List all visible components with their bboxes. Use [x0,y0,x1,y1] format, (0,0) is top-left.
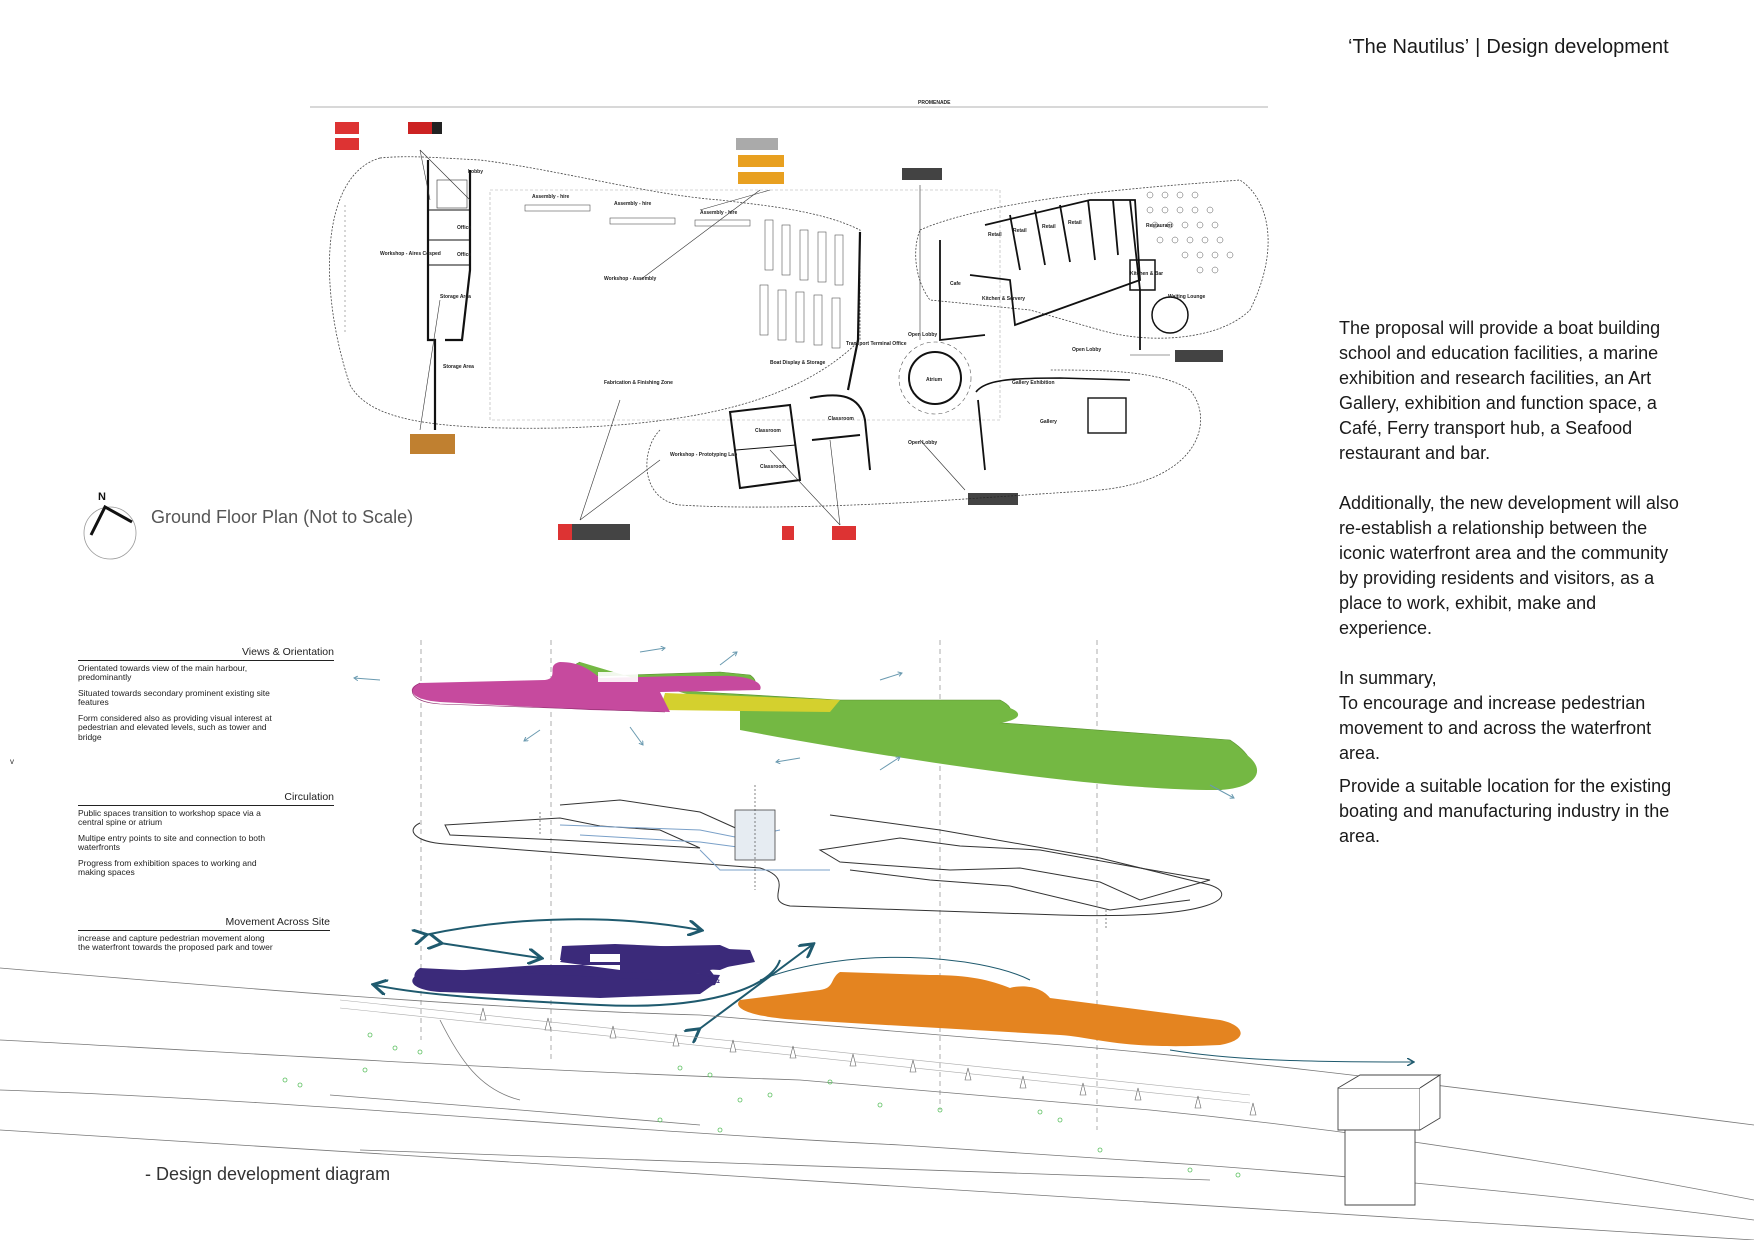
room-classroom-1: Classroom [755,428,781,434]
retail-walls [939,199,1141,350]
views-heading: Views & Orientation [78,647,334,661]
title-left: ‘The Nautilus’ [1348,36,1470,58]
room-storage-2: Storage Area [443,364,474,370]
views-notes: Views & Orientation Orientated towards v… [78,647,334,748]
bollards [479,1007,1257,1116]
room-retail-3: Retail [1042,224,1056,230]
activity-icons [335,122,856,540]
movement-heading: Movement Across Site [78,917,330,931]
room-kitchen-servery: Kitchen & Servery [982,296,1025,302]
orange-mass [738,972,1241,1047]
room-assembly-hire-1: Assembly - hire [532,194,569,200]
title-separator: | [1475,36,1481,58]
tower [1337,1074,1442,1206]
room-assembly-hire-3: Assembly - hire [700,210,737,216]
diagram-caption: - Design development diagram [145,1164,391,1184]
restaurant-boundary [915,179,1269,339]
design-diagram [0,640,1754,1240]
room-fabrication: Fabrication & Finishing Zone [604,380,673,386]
circulation-heading: Circulation [78,792,334,806]
room-gallery-exhibition: Gallery Exhibition [1012,380,1055,386]
circulation-note-2: Multipe entry points to site and connect… [78,832,266,852]
south-boundary [646,369,1202,508]
room-lobby: Lobby [468,169,483,175]
yellow-mass [660,693,840,712]
room-restaurant: Restaurant [1146,223,1172,229]
plan-caption: Ground Floor Plan (Not to Scale) [151,507,414,527]
room-waiting-lounge: Waiting Lounge [1168,294,1206,300]
page-title: ‘The Nautilus’|Design development [1348,36,1669,59]
room-open-lobby-2: Open Lobby [1072,347,1101,353]
title-right: Design development [1486,36,1669,58]
ground-floor-plan: PROMENADE [83,100,1269,560]
room-workshop-prototype: Workshop - Prototyping Lab [670,452,737,458]
summary-paragraph-1: The proposal will provide a boat buildin… [1339,318,1661,463]
massing-layer-views [411,661,1258,791]
circulation-notes: Circulation Public spaces transition to … [78,792,334,884]
stray-character: v [10,757,14,766]
room-storage-1: Storage Area [440,294,471,300]
restaurant-tables [1146,191,1234,274]
views-note-2: Situated towards secondary prominent exi… [78,687,270,707]
workshop-walls [426,160,472,430]
summary-point-1: To encourage and increase pedestrian mov… [1339,693,1652,763]
people-icons [902,168,1223,505]
green-dots [282,1032,1241,1178]
promenade-label: PROMENADE [918,100,951,106]
circulation-note-3: Progress from exhibition spaces to worki… [78,857,257,877]
room-transport-office: Transport Terminal Office [846,341,907,347]
summary-intro: In summary, [1339,668,1437,688]
movement-note-1: increase and capture pedestrian movement… [78,932,273,952]
room-workshop-1: Workshop - Aires Cosped [380,251,441,257]
north-label: N [98,491,106,503]
room-retail-1: Retail [988,232,1002,238]
boat-stalls [759,219,844,349]
leader-lines [419,149,1170,526]
magenta-mass [411,662,761,712]
circulation-layer [412,799,1223,917]
view-arrows [354,648,1234,798]
room-workshop-assembly: Workshop - Assembly [604,276,656,282]
room-cafe: Cafe [950,281,961,287]
classroom-walls [728,394,871,490]
room-classroom-2: Classroom [760,464,786,470]
views-note-3: Form considered also as providing visual… [78,712,272,742]
room-open-lobby-1: Open Lobby [908,332,937,338]
movement-notes: Movement Across Site increase and captur… [78,917,330,959]
views-note-1: Orientated towards view of the main harb… [78,662,248,682]
room-gallery: Gallery [1040,419,1057,425]
movement-layer [412,944,1241,1047]
room-kitchen-bar: Kitchen & Bar [1130,271,1163,277]
room-retail-4: Retail [1068,220,1082,226]
summary-paragraph-4: Provide a suitable location for the exis… [1339,776,1672,846]
circulation-note-1: Public spaces transition to workshop spa… [78,807,261,827]
room-office-1: Office [457,225,471,231]
summary-text: The proposal will provide a boat buildin… [1339,316,1679,874]
room-open-lobby-3: Open Lobby [908,440,937,446]
summary-paragraph-3: In summary, To encourage and increase ped… [1339,666,1679,766]
workshop-boundary [329,156,861,429]
room-retail-2: Retail [1013,228,1027,234]
north-arrow-icon: N [83,491,137,560]
room-boat-display: Boat Display & Storage [770,360,826,366]
room-labels: Lobby Office Office Storage Area Storage… [380,169,1206,470]
room-assembly-hire-2: Assembly - hire [614,201,651,207]
room-office-2: Office [457,252,471,258]
room-atrium: Atrium [926,377,943,383]
room-classroom-3: Classroom [828,416,854,422]
movement-arrows [375,918,1413,1062]
summary-paragraph-2: Additionally, the new development will a… [1339,493,1679,638]
